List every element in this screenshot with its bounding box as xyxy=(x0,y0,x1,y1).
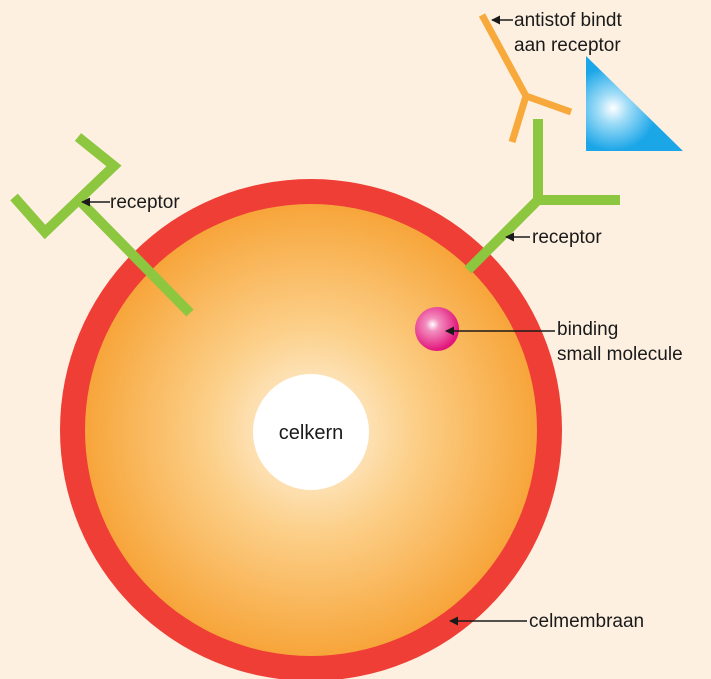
triangle-antigen-icon xyxy=(586,56,683,151)
antibody-label-line1: antistof bindt xyxy=(514,10,622,31)
nucleus-label: celkern xyxy=(279,422,343,444)
y-shaped-receptor-icon xyxy=(14,137,190,313)
receptor-left-label: receptor xyxy=(110,192,180,213)
sphere-molecule-icon xyxy=(415,307,459,351)
membrane-label: celmembraan xyxy=(529,611,644,632)
antibody-label-line2: aan receptor xyxy=(514,35,621,56)
binding-label-line1: binding xyxy=(557,319,618,340)
binding-label-line2: small molecule xyxy=(557,344,683,365)
receptor-right-label: receptor xyxy=(532,227,602,248)
